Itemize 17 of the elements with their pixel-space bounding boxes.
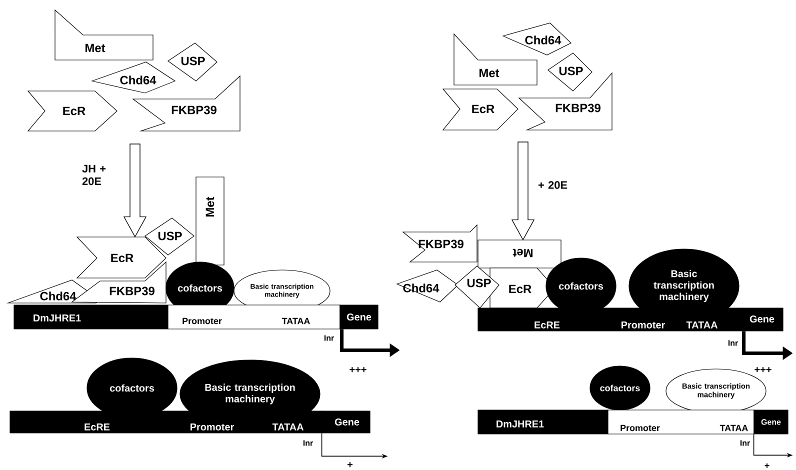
cofactor-blob: cofactors: [546, 258, 616, 314]
dna-segment: DmJHRE1: [478, 410, 608, 434]
text-label: +++: [350, 367, 366, 372]
gene-box: Gene: [340, 304, 378, 330]
gene-box: Gene: [322, 410, 370, 434]
cofactor-blob: cofactors: [86, 358, 178, 418]
block-arrow: [123, 144, 147, 238]
dna-segment: Promoter TATAA: [168, 304, 340, 330]
text-label: +: [348, 462, 353, 468]
block-arrow: [511, 142, 535, 241]
edge-label: JH + 20E: [82, 164, 106, 186]
cofactor-blob: cofactors: [590, 366, 650, 410]
dna-segment: Promoter TATAA: [608, 410, 754, 434]
text-label: +: [764, 463, 770, 468]
gene-box: Gene: [742, 308, 784, 332]
dna-segment: DmJHRE1: [14, 304, 168, 330]
edge-label: + 20E: [538, 181, 568, 189]
